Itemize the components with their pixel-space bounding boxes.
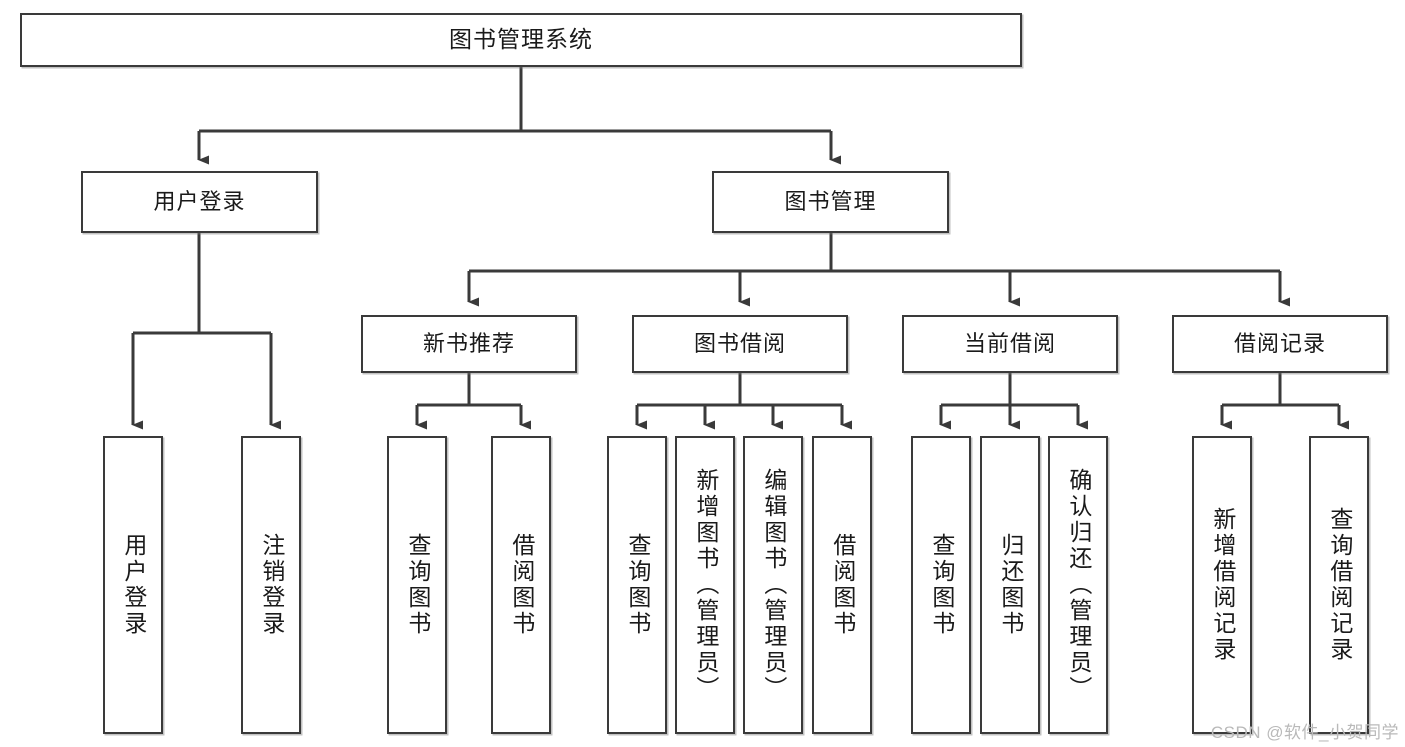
node-label: 新增借阅记录 [1209, 507, 1236, 663]
node-label: 确认归还（管理员） [1065, 468, 1092, 702]
node-label: 图书管理 [784, 189, 877, 215]
node-label: 归还图书 [997, 533, 1024, 637]
node-label: 用户登录 [153, 189, 246, 215]
leaf-book-borrow-add[interactable]: 新增图书（管理员） [675, 436, 735, 734]
leaf-borrow-record-query[interactable]: 查询借阅记录 [1309, 436, 1369, 734]
node-label: 借阅图书 [508, 533, 535, 637]
leaf-user-login-login[interactable]: 用户登录 [103, 436, 163, 734]
leaf-borrow-record-add[interactable]: 新增借阅记录 [1192, 436, 1252, 734]
leaf-new-book-borrow[interactable]: 借阅图书 [491, 436, 551, 734]
leaf-user-login-logout[interactable]: 注销登录 [241, 436, 301, 734]
node-label: 新增图书（管理员） [692, 468, 719, 702]
node-label: 图书管理系统 [449, 26, 593, 53]
node-label: 图书借阅 [693, 331, 786, 357]
node-book-management[interactable]: 图书管理 [712, 171, 949, 233]
node-label: 借阅记录 [1233, 331, 1326, 357]
node-borrow-record[interactable]: 借阅记录 [1172, 315, 1388, 373]
leaf-new-book-query[interactable]: 查询图书 [387, 436, 447, 734]
node-new-book-recommend[interactable]: 新书推荐 [361, 315, 577, 373]
node-label: 查询图书 [404, 533, 431, 637]
node-label: 查询借阅记录 [1326, 507, 1353, 663]
node-label: 查询图书 [624, 533, 651, 637]
node-label: 借阅图书 [829, 533, 856, 637]
leaf-book-borrow-query[interactable]: 查询图书 [607, 436, 667, 734]
node-label: 查询图书 [928, 533, 955, 637]
leaf-current-borrow-query[interactable]: 查询图书 [911, 436, 971, 734]
node-current-borrow[interactable]: 当前借阅 [902, 315, 1118, 373]
node-label: 当前借阅 [963, 331, 1056, 357]
watermark-text: CSDN @软件_小贺同学 [1210, 723, 1399, 742]
node-label: 注销登录 [258, 533, 285, 637]
leaf-book-borrow-edit[interactable]: 编辑图书（管理员） [743, 436, 803, 734]
node-label: 新书推荐 [422, 331, 515, 357]
node-root-system[interactable]: 图书管理系统 [20, 13, 1022, 67]
node-label: 编辑图书（管理员） [760, 468, 787, 702]
leaf-current-borrow-confirm-return[interactable]: 确认归还（管理员） [1048, 436, 1108, 734]
leaf-book-borrow-borrow[interactable]: 借阅图书 [812, 436, 872, 734]
node-book-borrow[interactable]: 图书借阅 [632, 315, 848, 373]
node-user-login[interactable]: 用户登录 [81, 171, 318, 233]
node-label: 用户登录 [120, 533, 147, 637]
leaf-current-borrow-return[interactable]: 归还图书 [980, 436, 1040, 734]
